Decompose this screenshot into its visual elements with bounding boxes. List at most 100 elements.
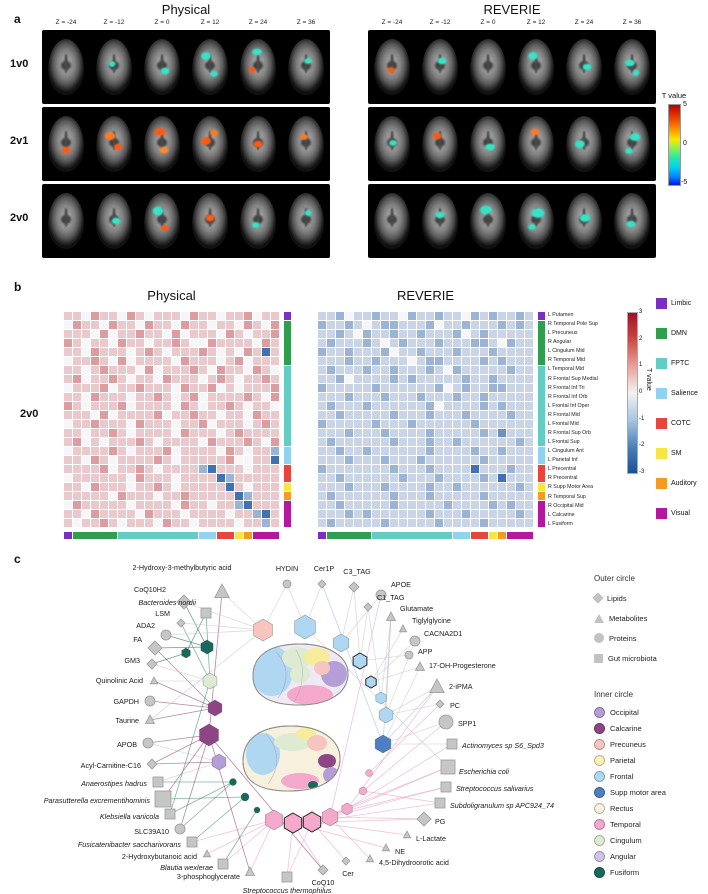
heatmap-cell: [336, 438, 344, 446]
network-edge: [340, 594, 382, 644]
heatmap-cell: [82, 393, 90, 401]
heatmap-cell: [444, 411, 452, 419]
heatmap-cell: [417, 339, 425, 347]
outer-legend-label: Lipids: [607, 593, 627, 603]
heatmap-cell: [363, 357, 371, 365]
heatmap-cell: [82, 375, 90, 383]
heatmap-cell: [525, 357, 533, 365]
heatmap-cell: [507, 384, 515, 392]
heatmap-cell: [435, 393, 443, 401]
heatmap-cell: [453, 411, 461, 419]
heatmap-cell: [390, 456, 398, 464]
ventricle: [208, 53, 212, 73]
region-color-icon: [594, 770, 605, 782]
region-label: L Precentral: [548, 466, 577, 473]
heatmap-cell: [73, 366, 81, 374]
heatmap-cell: [444, 483, 452, 491]
heatmap-cell: [336, 321, 344, 329]
node-label: Anaerostipes hadrus: [80, 779, 147, 788]
heatmap-cell: [435, 321, 443, 329]
heatmap-cell: [435, 357, 443, 365]
heatmap-cell: [190, 384, 198, 392]
heatmap-cell: [480, 510, 488, 518]
heatmap-cell: [516, 510, 524, 518]
region-label: L Precuneus: [548, 330, 578, 337]
heatmap-cell: [181, 393, 189, 401]
heatmap-cell: [480, 492, 488, 500]
node-label: Cer1P: [314, 564, 335, 573]
heatmap-cell: [271, 447, 279, 455]
outer-node-lipid: [176, 594, 192, 610]
heatmap-cell: [498, 384, 506, 392]
network-edge: [367, 606, 382, 699]
z-label: Z = -12: [429, 19, 451, 26]
network-strip-segment: [498, 532, 506, 539]
heatmap-cell: [525, 393, 533, 401]
heatmap-cell: [462, 348, 470, 356]
heatmap-cell: [318, 420, 326, 428]
outer-legend-item: Proteins: [594, 628, 657, 648]
heatmap-cell: [217, 321, 225, 329]
heatmap-cell: [390, 474, 398, 482]
heatmap-cell: [154, 465, 162, 473]
heatmap-cell: [426, 519, 434, 527]
heatmap-cell: [381, 420, 389, 428]
heatmap-cell: [199, 366, 207, 374]
heatmap-cell: [145, 411, 153, 419]
heatmap-cell: [435, 429, 443, 437]
network-legend-label: DMN: [671, 330, 687, 337]
heatmap-cell: [417, 429, 425, 437]
inner-legend-item: Calcarine: [594, 720, 666, 736]
heatmap-cell: [190, 519, 198, 527]
heatmap-cell: [327, 330, 335, 338]
heatmap-cell: [471, 492, 479, 500]
heatmap-cell: [217, 510, 225, 518]
heatmap-cell: [462, 438, 470, 446]
heatmap-cell: [253, 447, 261, 455]
network-edge: [382, 686, 438, 745]
heatmap-cell: [235, 384, 243, 392]
heatmap-cell: [507, 339, 515, 347]
heatmap-cell: [453, 366, 461, 374]
heatmap-cell: [118, 483, 126, 491]
heatmap-cell: [136, 348, 144, 356]
heatmap-cell: [181, 375, 189, 383]
heatmap-cell: [327, 420, 335, 428]
heatmap-cell: [354, 519, 362, 527]
heatmap-cell: [64, 438, 72, 446]
heatmap-cell: [262, 474, 270, 482]
heatmap-cell: [181, 465, 189, 473]
ventricle: [630, 207, 634, 227]
heatmap-cell: [480, 447, 488, 455]
heatmap-cell: [480, 474, 488, 482]
heatmap-cell: [154, 339, 162, 347]
heatmap-cell: [408, 474, 416, 482]
heatmap-cell: [127, 429, 135, 437]
inner-node-tem: [264, 809, 284, 831]
heatmap-cell: [435, 438, 443, 446]
heatmap-cell: [426, 501, 434, 509]
network-edge: [162, 796, 246, 800]
brain-lateral-view: [252, 643, 349, 706]
z-label: Z = 12: [526, 19, 546, 26]
heatmap-cell: [345, 429, 353, 437]
heatmap-cell: [235, 465, 243, 473]
region-color-icon: [594, 786, 605, 798]
inner-node-cal: [199, 723, 219, 747]
heatmap-cell: [444, 429, 452, 437]
activation-blob: [625, 59, 635, 66]
heatmap-cell: [235, 438, 243, 446]
heatmap-cell: [91, 357, 99, 365]
heatmap-cell: [172, 312, 180, 320]
heatmap-cell: [190, 465, 198, 473]
heatmap-cell: [199, 375, 207, 383]
activation-blob: [153, 206, 164, 215]
heatmap-cell: [208, 312, 216, 320]
heatmap-cell: [318, 366, 326, 374]
activation-blob: [154, 128, 166, 136]
heatmap-cell: [100, 429, 108, 437]
network-legend-swatch: [656, 328, 667, 339]
network-strip-segment: [284, 492, 291, 500]
brain-slice: [518, 39, 554, 95]
